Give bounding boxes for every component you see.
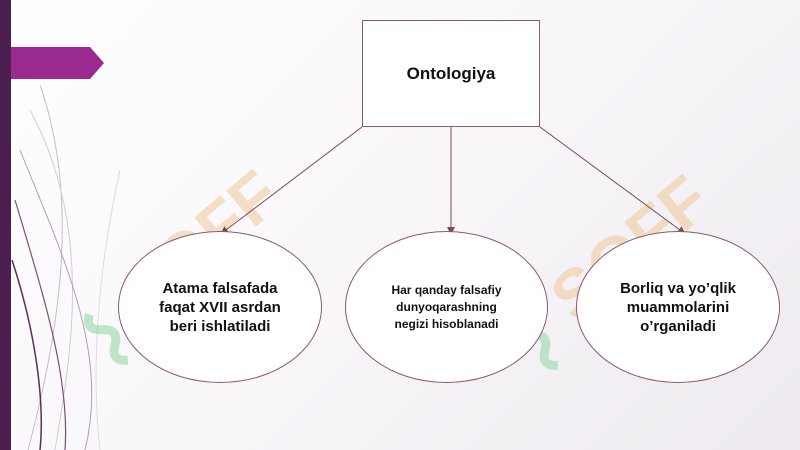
child-node-1-label: Atama falsafada faqat XVII asrdan beri i… — [159, 279, 281, 335]
child-node-2-label: Har qanday falsafiy dunyoqarashning negi… — [391, 282, 502, 331]
title-tab-arrow — [11, 47, 104, 79]
child-node-1: Atama falsafada faqat XVII asrdan beri i… — [118, 231, 322, 383]
connector-left — [220, 126, 363, 235]
child-node-2: Har qanday falsafiy dunyoqarashning negi… — [345, 231, 548, 383]
child-node-3-label: Borliq va yo’qlik muammolarini o’rganila… — [620, 279, 736, 335]
root-node-ontologiya: Ontologiya — [362, 20, 540, 127]
connector-right — [539, 126, 686, 235]
left-accent-bar — [0, 0, 11, 450]
root-node-label: Ontologiya — [406, 63, 496, 83]
child-node-3: Borliq va yo’qlik muammolarini o’rganila… — [576, 231, 780, 383]
